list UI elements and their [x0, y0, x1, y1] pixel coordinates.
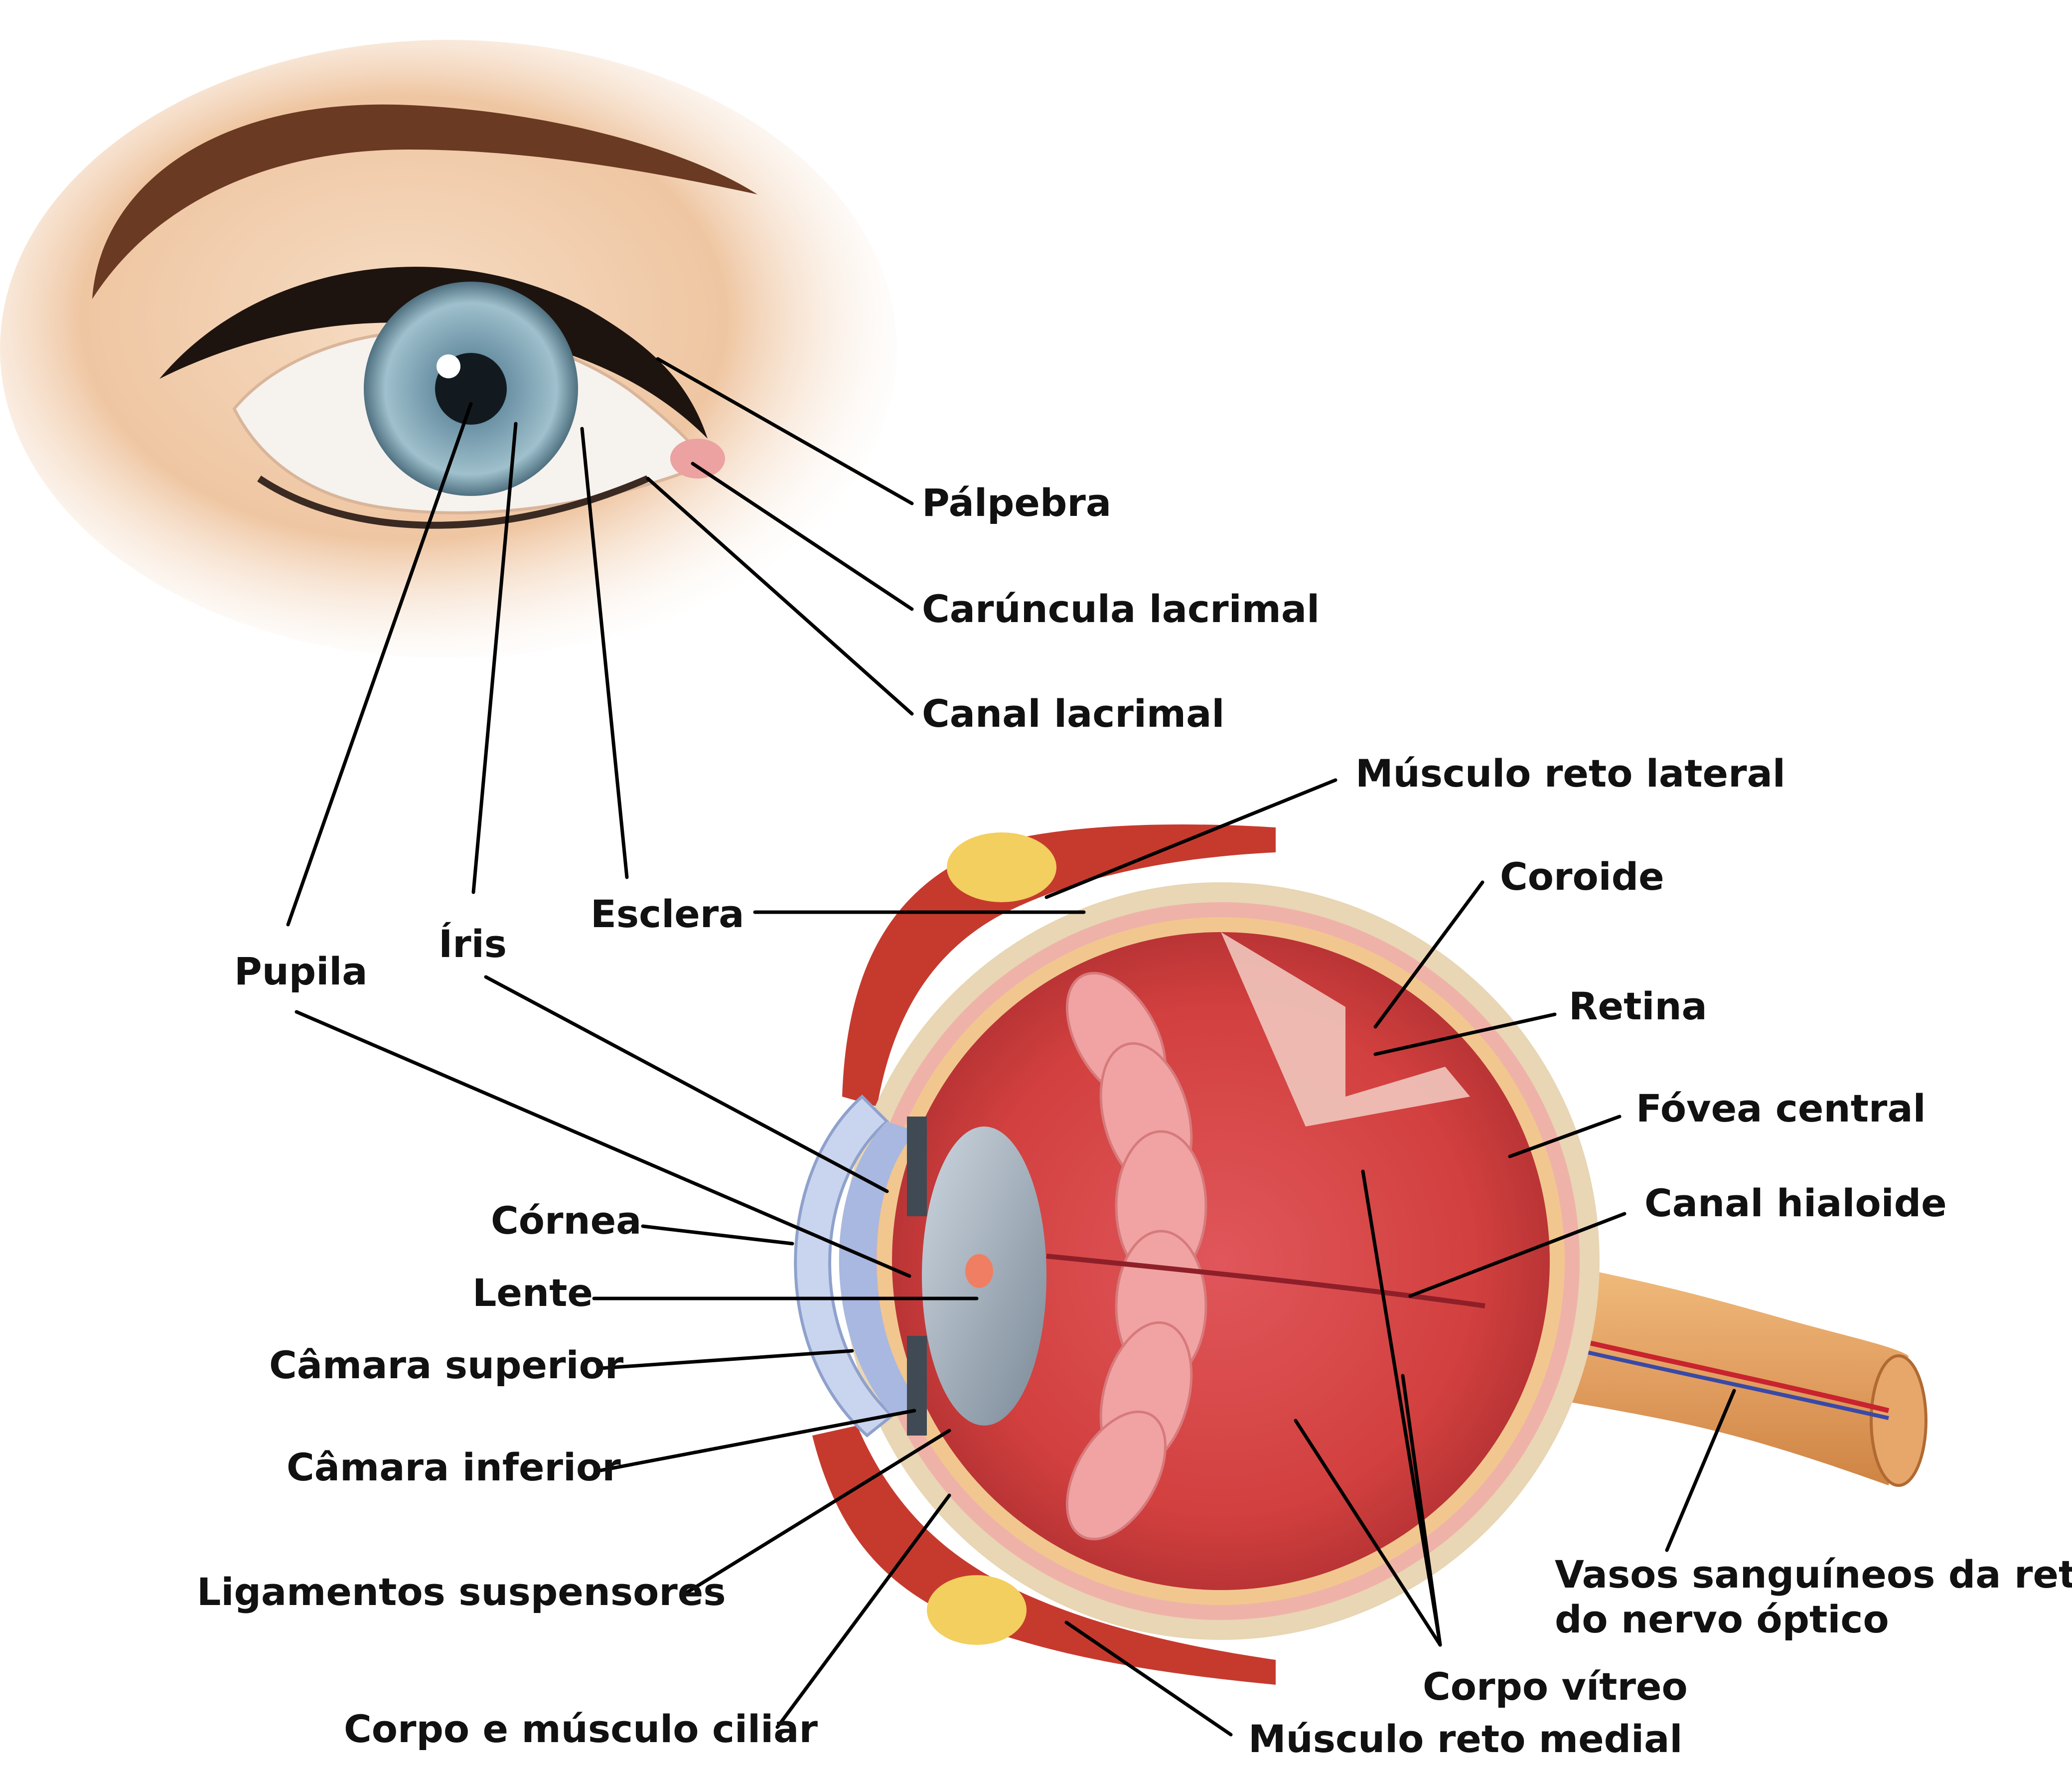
- lens-nucleus: [965, 1254, 993, 1288]
- label-lente: Lente: [472, 1271, 593, 1314]
- label-musculo-reto-medial: Músculo reto medial: [1248, 1717, 1682, 1761]
- label-corpo-musculo-ciliar: Corpo e músculo ciliar: [344, 1707, 818, 1751]
- label-vasos-sanguineos-line2: do nervo óptico: [1555, 1598, 1889, 1641]
- label-palpebra: Pálpebra: [922, 481, 1111, 524]
- leader-cornea: [643, 1226, 792, 1244]
- label-camara-inferior: Câmara inferior: [287, 1446, 621, 1489]
- label-canal-lacrimal: Canal lacrimal: [922, 692, 1224, 735]
- iris-section-bottom: [907, 1336, 927, 1436]
- label-corpo-vitreo: Corpo vítreo: [1423, 1665, 1688, 1708]
- label-fovea-central: Fóvea central: [1636, 1087, 1926, 1130]
- iris-section-top: [907, 1117, 927, 1216]
- label-caruncula-lacrimal: Carúncula lacrimal: [922, 587, 1320, 631]
- lacrimal-caruncle: [670, 439, 725, 479]
- label-camara-superior: Câmara superior: [269, 1343, 623, 1387]
- optic-nerve-cut: [1871, 1356, 1926, 1485]
- label-iris: Íris: [439, 922, 507, 966]
- external-eye-illustration: [0, 40, 897, 658]
- label-coroide: Coroide: [1500, 855, 1664, 898]
- fat-pad-bottom: [927, 1575, 1027, 1645]
- label-ligamentos-suspensores: Ligamentos suspensores: [197, 1570, 726, 1613]
- label-cornea: Córnea: [491, 1199, 641, 1242]
- pupil-highlight: [437, 354, 460, 378]
- label-pupila: Pupila: [234, 950, 368, 993]
- label-musculo-reto-lateral: Músculo reto lateral: [1355, 752, 1785, 795]
- label-retina: Retina: [1569, 984, 1707, 1028]
- fat-pad-top: [947, 832, 1056, 902]
- label-esclera: Esclera: [591, 892, 744, 936]
- label-vasos-sanguineos-line1: Vasos sanguíneos da retina: [1555, 1553, 2072, 1596]
- label-canal-hialoide: Canal hialoide: [1644, 1181, 1947, 1225]
- leader-iris-bottom: [486, 977, 887, 1191]
